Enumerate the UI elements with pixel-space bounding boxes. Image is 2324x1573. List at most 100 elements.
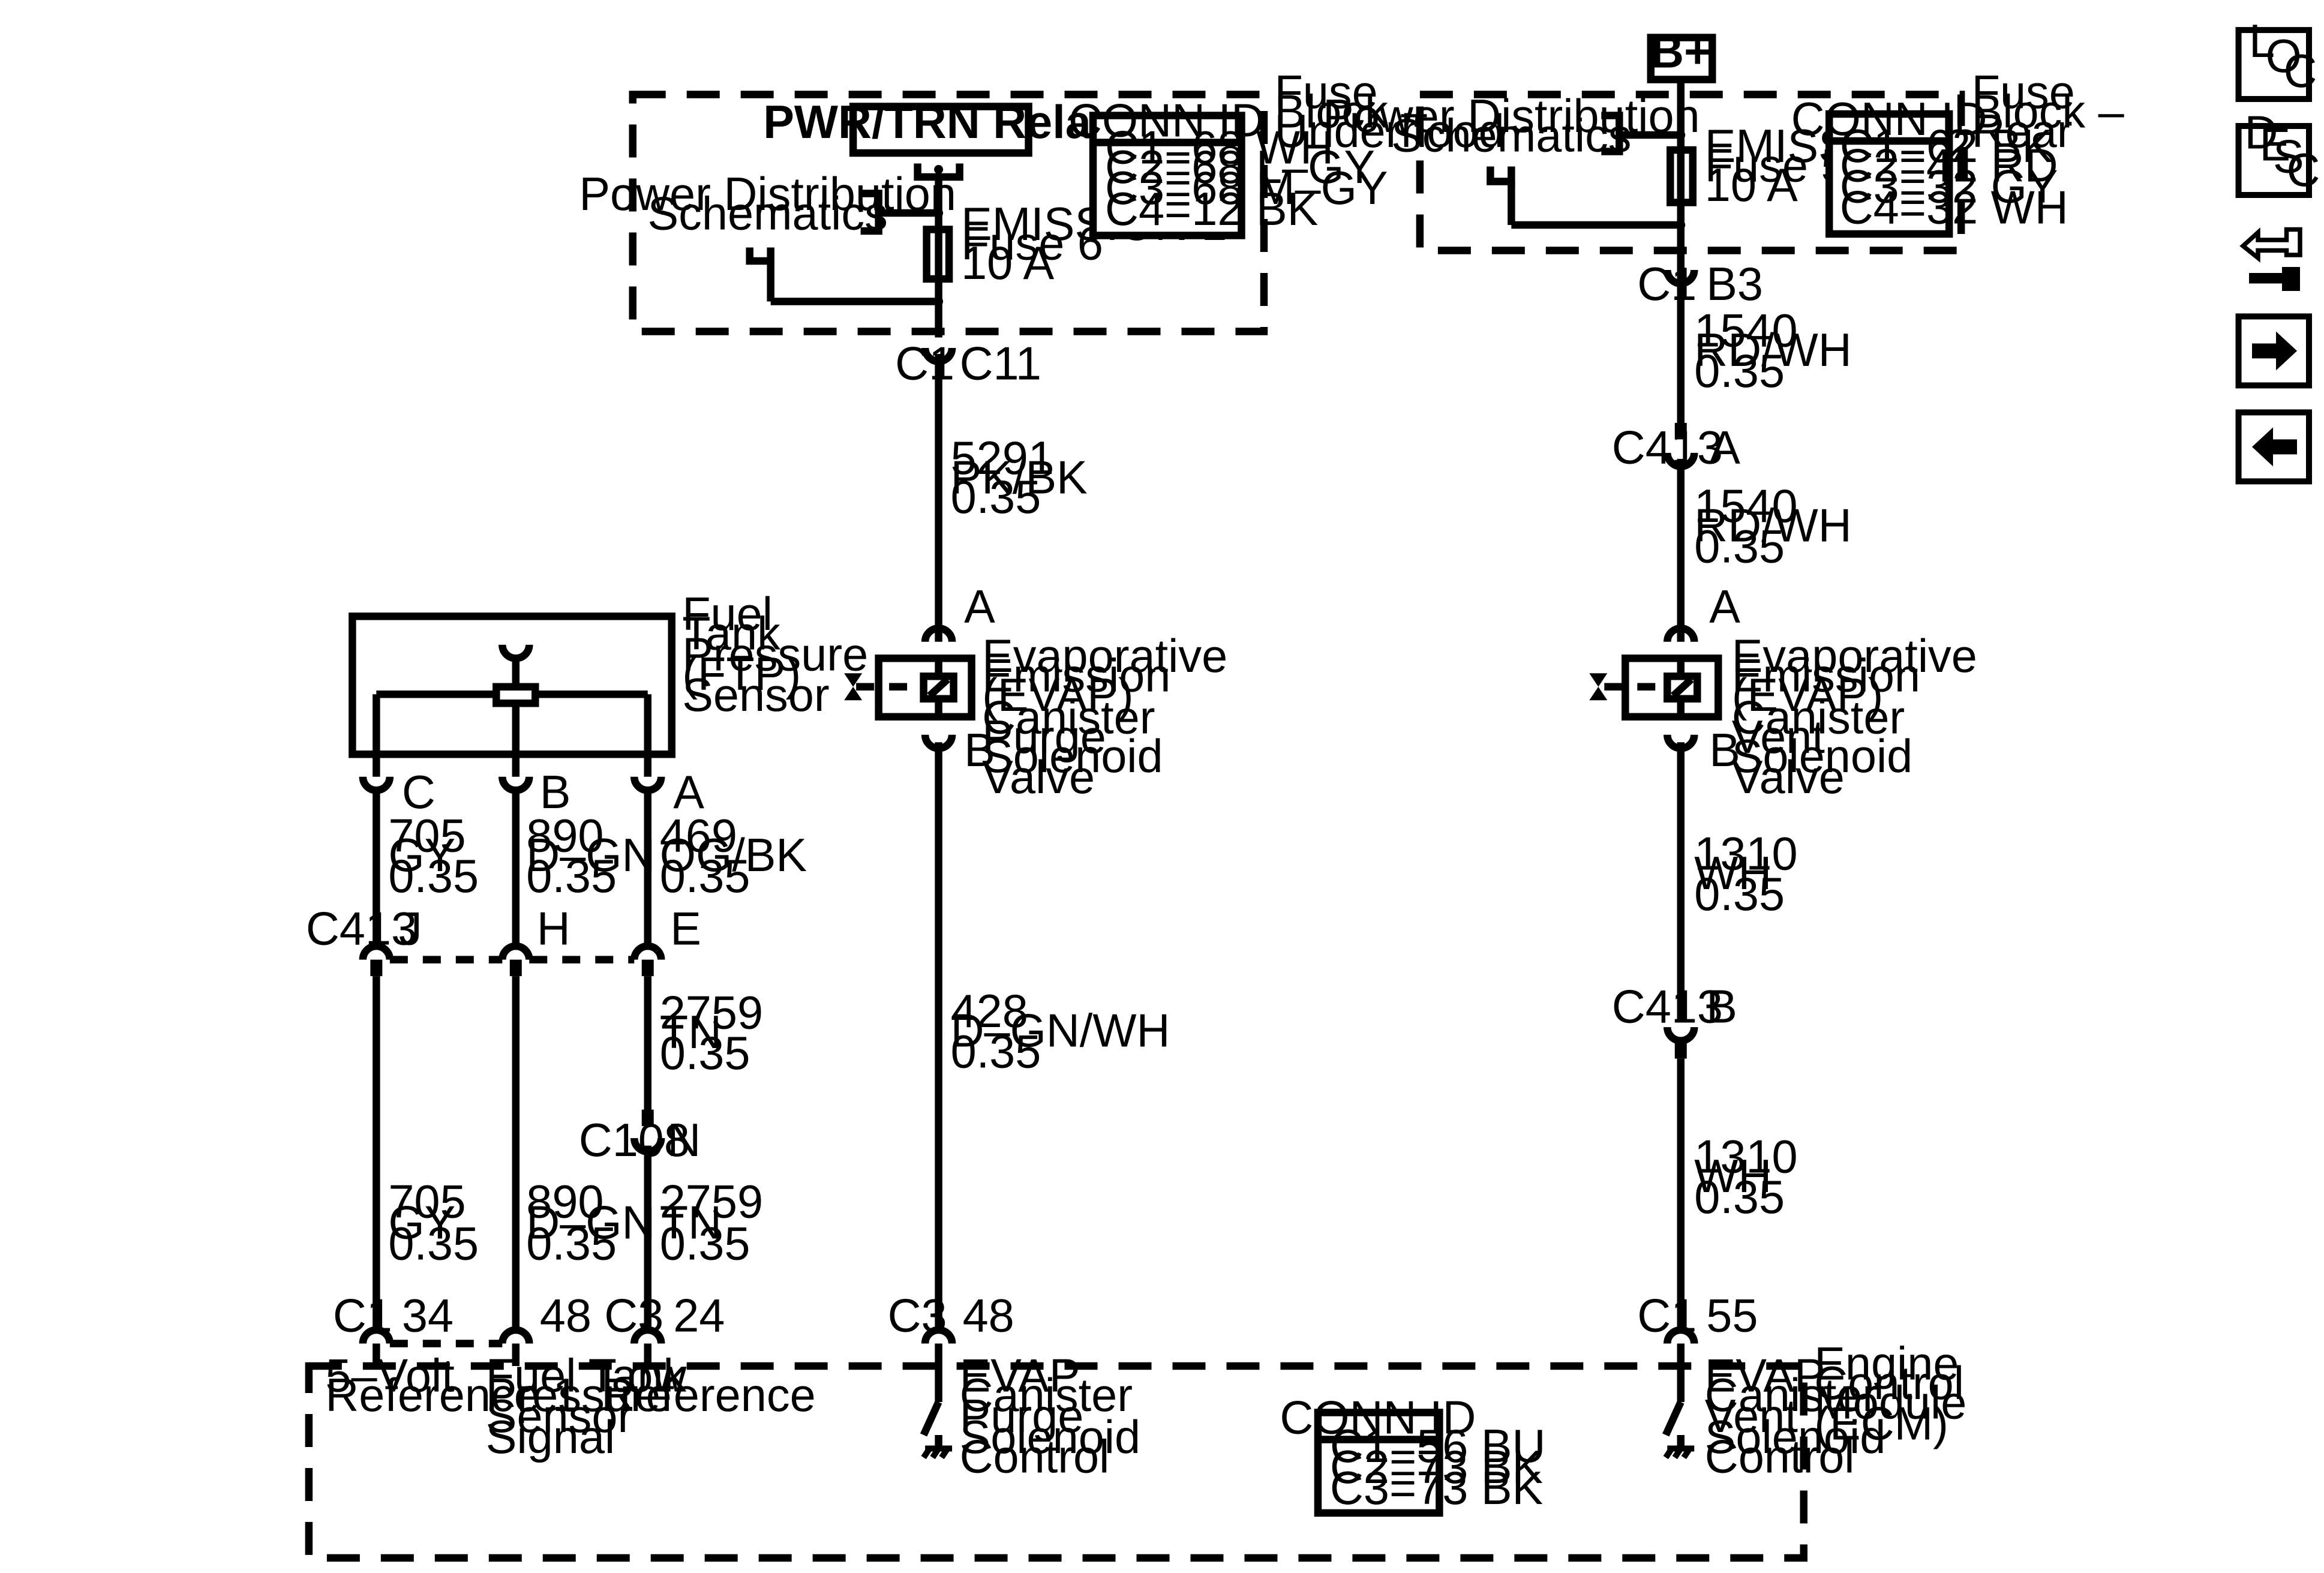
ecm-terminal-labels: 5–Volt Reference 1 Fuel Tank Pressure Se… xyxy=(325,1350,1885,1482)
svg-text:Purge: Purge xyxy=(960,1391,1084,1442)
svg-text:0.35: 0.35 xyxy=(388,1218,479,1270)
svg-text:C2=73 BK: C2=73 BK xyxy=(1330,1442,1543,1493)
svg-text:Canister: Canister xyxy=(1732,692,1905,743)
svg-text:Fuse: Fuse xyxy=(1274,67,1377,118)
svg-text:H: H xyxy=(537,903,571,955)
svg-text:Pressure: Pressure xyxy=(682,629,868,680)
svg-text:2759: 2759 xyxy=(660,987,763,1039)
svg-text:890: 890 xyxy=(526,810,603,862)
svg-text:PK/BK: PK/BK xyxy=(951,452,1088,503)
svg-text:1540: 1540 xyxy=(1694,481,1797,532)
svg-text:Fuel: Fuel xyxy=(682,589,773,640)
svg-text:CONN ID: CONN ID xyxy=(1280,1392,1476,1443)
svg-text:1310: 1310 xyxy=(1694,828,1797,880)
svg-text:469: 469 xyxy=(660,810,737,862)
connector-c413-b: C413 B xyxy=(1612,981,1737,1059)
svg-text:1540: 1540 xyxy=(1694,305,1797,356)
svg-text:Purge: Purge xyxy=(982,712,1106,763)
back-arrow-button[interactable] xyxy=(2235,409,2313,485)
svg-text:C3=68 M–GY: C3=68 M–GY xyxy=(1105,163,1388,214)
wire-label-890b: 890 D–GN 0.35 xyxy=(526,1176,655,1270)
svg-text:5291: 5291 xyxy=(951,433,1054,484)
svg-text:0.35: 0.35 xyxy=(1694,1172,1785,1223)
svg-text:GY: GY xyxy=(388,830,455,881)
svg-text:1310: 1310 xyxy=(1694,1131,1797,1183)
svg-text:CONN ID: CONN ID xyxy=(1791,94,1987,145)
svg-text:0.35: 0.35 xyxy=(388,851,479,902)
svg-text:C413: C413 xyxy=(1612,981,1723,1033)
ecm-vent-driver xyxy=(1662,1400,1695,1460)
svg-text:C4=32 WH: C4=32 WH xyxy=(1840,182,2068,233)
svg-text:C108: C108 xyxy=(579,1115,690,1166)
svg-text:C1=62 BK: C1=62 BK xyxy=(1840,121,2053,172)
svg-text:34: 34 xyxy=(402,1290,454,1342)
svg-text:A: A xyxy=(1709,422,1740,473)
svg-text:5–Volt: 5–Volt xyxy=(325,1350,454,1401)
svg-text:B: B xyxy=(1709,725,1740,776)
svg-text:(ECM): (ECM) xyxy=(1814,1398,1948,1449)
svg-text:Solenoid: Solenoid xyxy=(982,731,1163,782)
harness-routing-icon[interactable] xyxy=(2239,227,2302,291)
svg-text:RD/WH: RD/WH xyxy=(1694,500,1851,551)
svg-text:Schematics: Schematics xyxy=(647,188,887,239)
svg-text:(EVAP): (EVAP) xyxy=(982,670,1134,721)
svg-text:B+: B+ xyxy=(1650,26,1711,78)
svg-text:C1=56 BU: C1=56 BU xyxy=(1330,1421,1546,1472)
svg-text:C3: C3 xyxy=(604,1290,663,1342)
evap-purge-solenoid-valve: A B Evaporative Emission (EVAP) Canister… xyxy=(844,581,1227,803)
svg-text:C3=73 BK: C3=73 BK xyxy=(1330,1463,1543,1514)
svg-text:C1: C1 xyxy=(333,1290,392,1342)
svg-text:Module: Module xyxy=(1814,1377,1966,1428)
svg-text:10 A: 10 A xyxy=(1705,160,1798,211)
ecm-pins: C1 34 48 C3 24 C3 48 C1 55 xyxy=(333,1290,1758,1402)
svg-text:Low: Low xyxy=(601,1350,687,1401)
svg-text:TN: TN xyxy=(660,1197,722,1249)
svg-text:C3=32 GY: C3=32 GY xyxy=(1840,161,2058,213)
svg-text:C4=12 BK: C4=12 BK xyxy=(1105,184,1318,235)
svg-text:Tank: Tank xyxy=(682,608,780,659)
connector-c108-n: C108 N xyxy=(579,1109,701,1166)
svg-text:0.35: 0.35 xyxy=(951,1026,1041,1078)
svg-text:(EVAP): (EVAP) xyxy=(1732,670,1884,721)
svg-text:O: O xyxy=(2266,31,2302,82)
svg-text:Vent: Vent xyxy=(1732,712,1825,763)
svg-text:RD/WH: RD/WH xyxy=(1694,325,1851,376)
svg-text:Valve: Valve xyxy=(1732,752,1845,803)
svg-text:Canister: Canister xyxy=(960,1370,1133,1421)
svg-text:705: 705 xyxy=(388,810,466,862)
loc-button[interactable]: L O C xyxy=(2235,16,2317,103)
svg-text:Block –: Block – xyxy=(1274,86,1427,138)
svg-text:C413: C413 xyxy=(306,903,417,955)
svg-text:890: 890 xyxy=(526,1176,603,1228)
svg-text:Pressure: Pressure xyxy=(486,1370,672,1421)
svg-text:0.35: 0.35 xyxy=(526,1218,617,1270)
svg-text:C11: C11 xyxy=(960,338,1041,389)
svg-text:Control: Control xyxy=(960,1431,1110,1482)
svg-text:C3: C3 xyxy=(888,1290,947,1342)
svg-text:0.35: 0.35 xyxy=(526,851,617,902)
wire-label-2759a: 2759 TN 0.35 xyxy=(660,987,763,1079)
svg-text:0.35: 0.35 xyxy=(1694,869,1785,920)
svg-text:Reference 1: Reference 1 xyxy=(325,1370,578,1421)
svg-text:10 A: 10 A xyxy=(961,238,1054,289)
svg-text:0.35: 0.35 xyxy=(660,851,750,902)
svg-text:Signal: Signal xyxy=(486,1412,615,1463)
svg-text:D–GN: D–GN xyxy=(526,1197,655,1249)
svg-text:EVAP: EVAP xyxy=(960,1350,1080,1401)
svg-text:0.35: 0.35 xyxy=(660,1218,750,1270)
battery-positive: B+ xyxy=(1647,26,1716,83)
svg-text:Rear: Rear xyxy=(1972,106,2073,157)
svg-text:2759: 2759 xyxy=(660,1176,763,1228)
next-arrow-button[interactable] xyxy=(2235,313,2313,389)
svg-text:Canister: Canister xyxy=(982,692,1155,743)
svg-text:C2=41 RD: C2=41 RD xyxy=(1840,140,2058,192)
svg-text:C1=68 WH: C1=68 WH xyxy=(1105,122,1334,174)
svg-text:E: E xyxy=(670,903,701,955)
svg-text:Solenoid: Solenoid xyxy=(1705,1412,1886,1463)
desc-button[interactable]: D E S C xyxy=(2235,107,2320,199)
fuse-block-rear: Fuse Block – Rear xyxy=(1416,67,2125,254)
wire-label-5291: 5291 PK/BK 0.35 xyxy=(951,433,1088,523)
svg-text:EVAP: EVAP xyxy=(1705,1350,1825,1401)
power-distribution-ref-underhood: Power Distribution Schematics xyxy=(579,169,956,306)
svg-text:Block –: Block – xyxy=(1972,86,2125,138)
